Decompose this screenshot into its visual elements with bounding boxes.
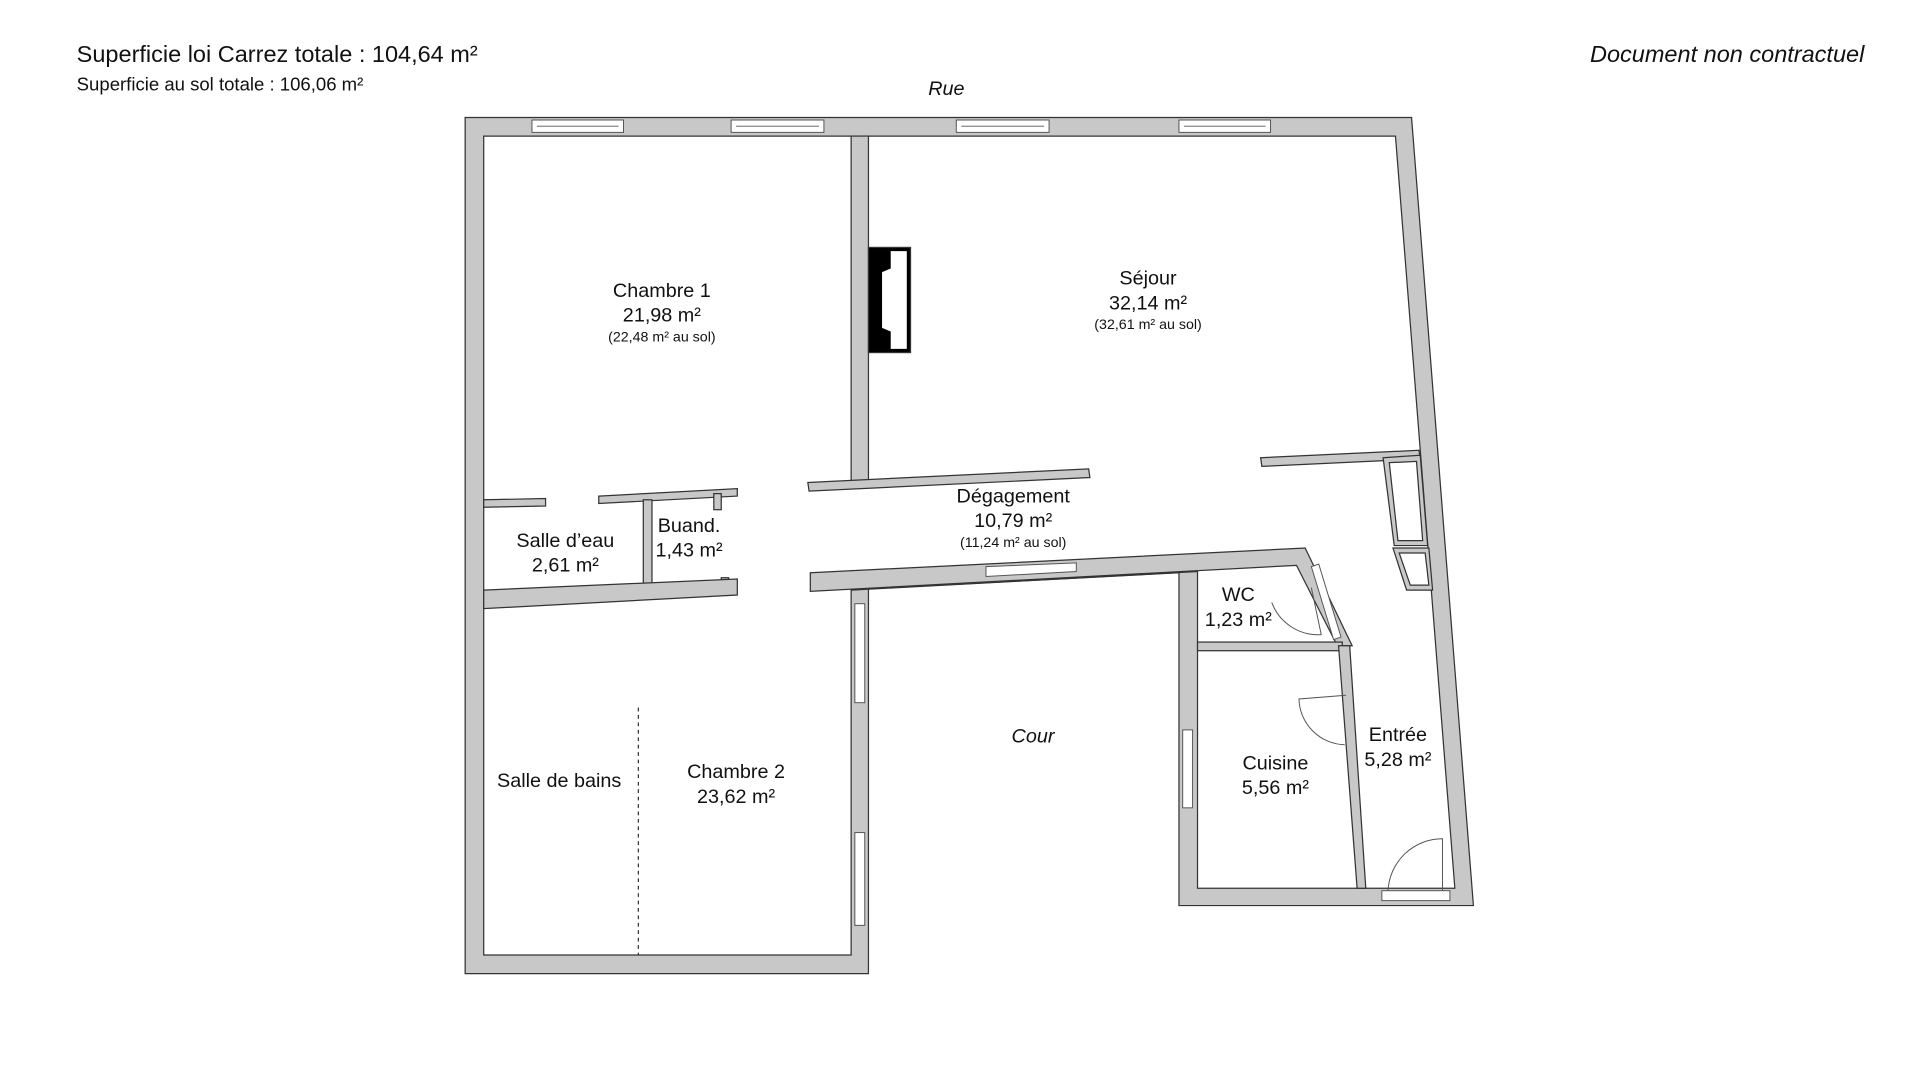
interior-floor [483, 135, 1456, 956]
sejour-name: Séjour [1119, 268, 1177, 290]
disclaimer: Document non contractuel [1590, 41, 1865, 67]
chambre2-area: 23,62 m² [697, 786, 775, 808]
windows [531, 119, 1451, 926]
sejour-area: 32,14 m² [1109, 292, 1187, 314]
chambre1-floor: (22,48 m² au sol) [608, 329, 715, 345]
chambre2-name: Chambre 2 [687, 761, 785, 783]
degagement-area: 10,79 m² [974, 510, 1052, 532]
carrez-total: Superficie loi Carrez totale : 104,64 m² [77, 41, 478, 67]
cuisine-name: Cuisine [1242, 752, 1308, 774]
cuisine-area: 5,56 m² [1242, 777, 1309, 799]
wc-name: WC [1222, 584, 1255, 606]
chambre1-name: Chambre 1 [613, 280, 711, 302]
degagement-floor: (11,24 m² au sol) [960, 535, 1066, 551]
buanderie-area: 1,43 m² [656, 540, 723, 562]
entree-name: Entrée [1369, 724, 1427, 746]
wc-door-icon [1271, 587, 1322, 636]
partition-walls [483, 135, 1434, 889]
courtyard-label: Cour [1012, 725, 1056, 747]
salle-bains-name: Salle de bains [497, 770, 621, 792]
entree-area: 5,28 m² [1364, 749, 1431, 771]
salle-eau-name: Salle d’eau [516, 530, 614, 552]
doors [1271, 587, 1443, 891]
fireplace-icon [867, 246, 912, 354]
sejour-floor: (32,61 m² au sol) [1094, 317, 1201, 333]
buanderie-name: Buand. [658, 515, 721, 537]
degagement-name: Dégagement [957, 485, 1071, 507]
salle-eau-area: 2,61 m² [532, 555, 599, 577]
entree-door-icon [1387, 838, 1443, 891]
wc-area: 1,23 m² [1205, 609, 1272, 631]
chambre1-area: 21,98 m² [623, 305, 701, 327]
cuisine-door-icon [1298, 694, 1347, 746]
street-label: Rue [928, 78, 964, 100]
sol-total: Superficie au sol totale : 106,06 m² [77, 73, 364, 94]
